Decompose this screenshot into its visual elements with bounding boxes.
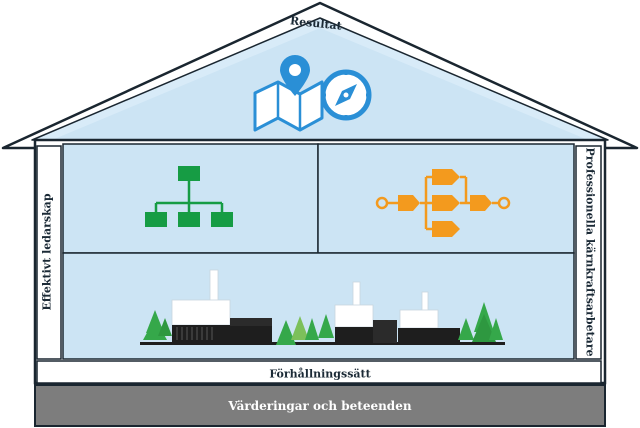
beam-label: Förhållningssätt xyxy=(269,367,371,381)
beam-frame xyxy=(36,360,602,384)
foundation xyxy=(34,384,606,427)
power-plant-icon xyxy=(140,269,505,345)
left-pillar-label: Effektivt ledarskap xyxy=(40,193,54,311)
foundation-label: Värderingar och beteenden xyxy=(228,399,412,413)
right-pillar-label: Professionella kärnkraftsarbetare xyxy=(583,147,597,357)
process-flow-icon xyxy=(375,169,511,237)
right-pillar xyxy=(575,145,602,360)
room-left xyxy=(62,143,319,254)
left-pillar xyxy=(36,145,62,360)
org-chart-icon xyxy=(145,166,233,227)
map-compass-icon xyxy=(253,55,372,132)
